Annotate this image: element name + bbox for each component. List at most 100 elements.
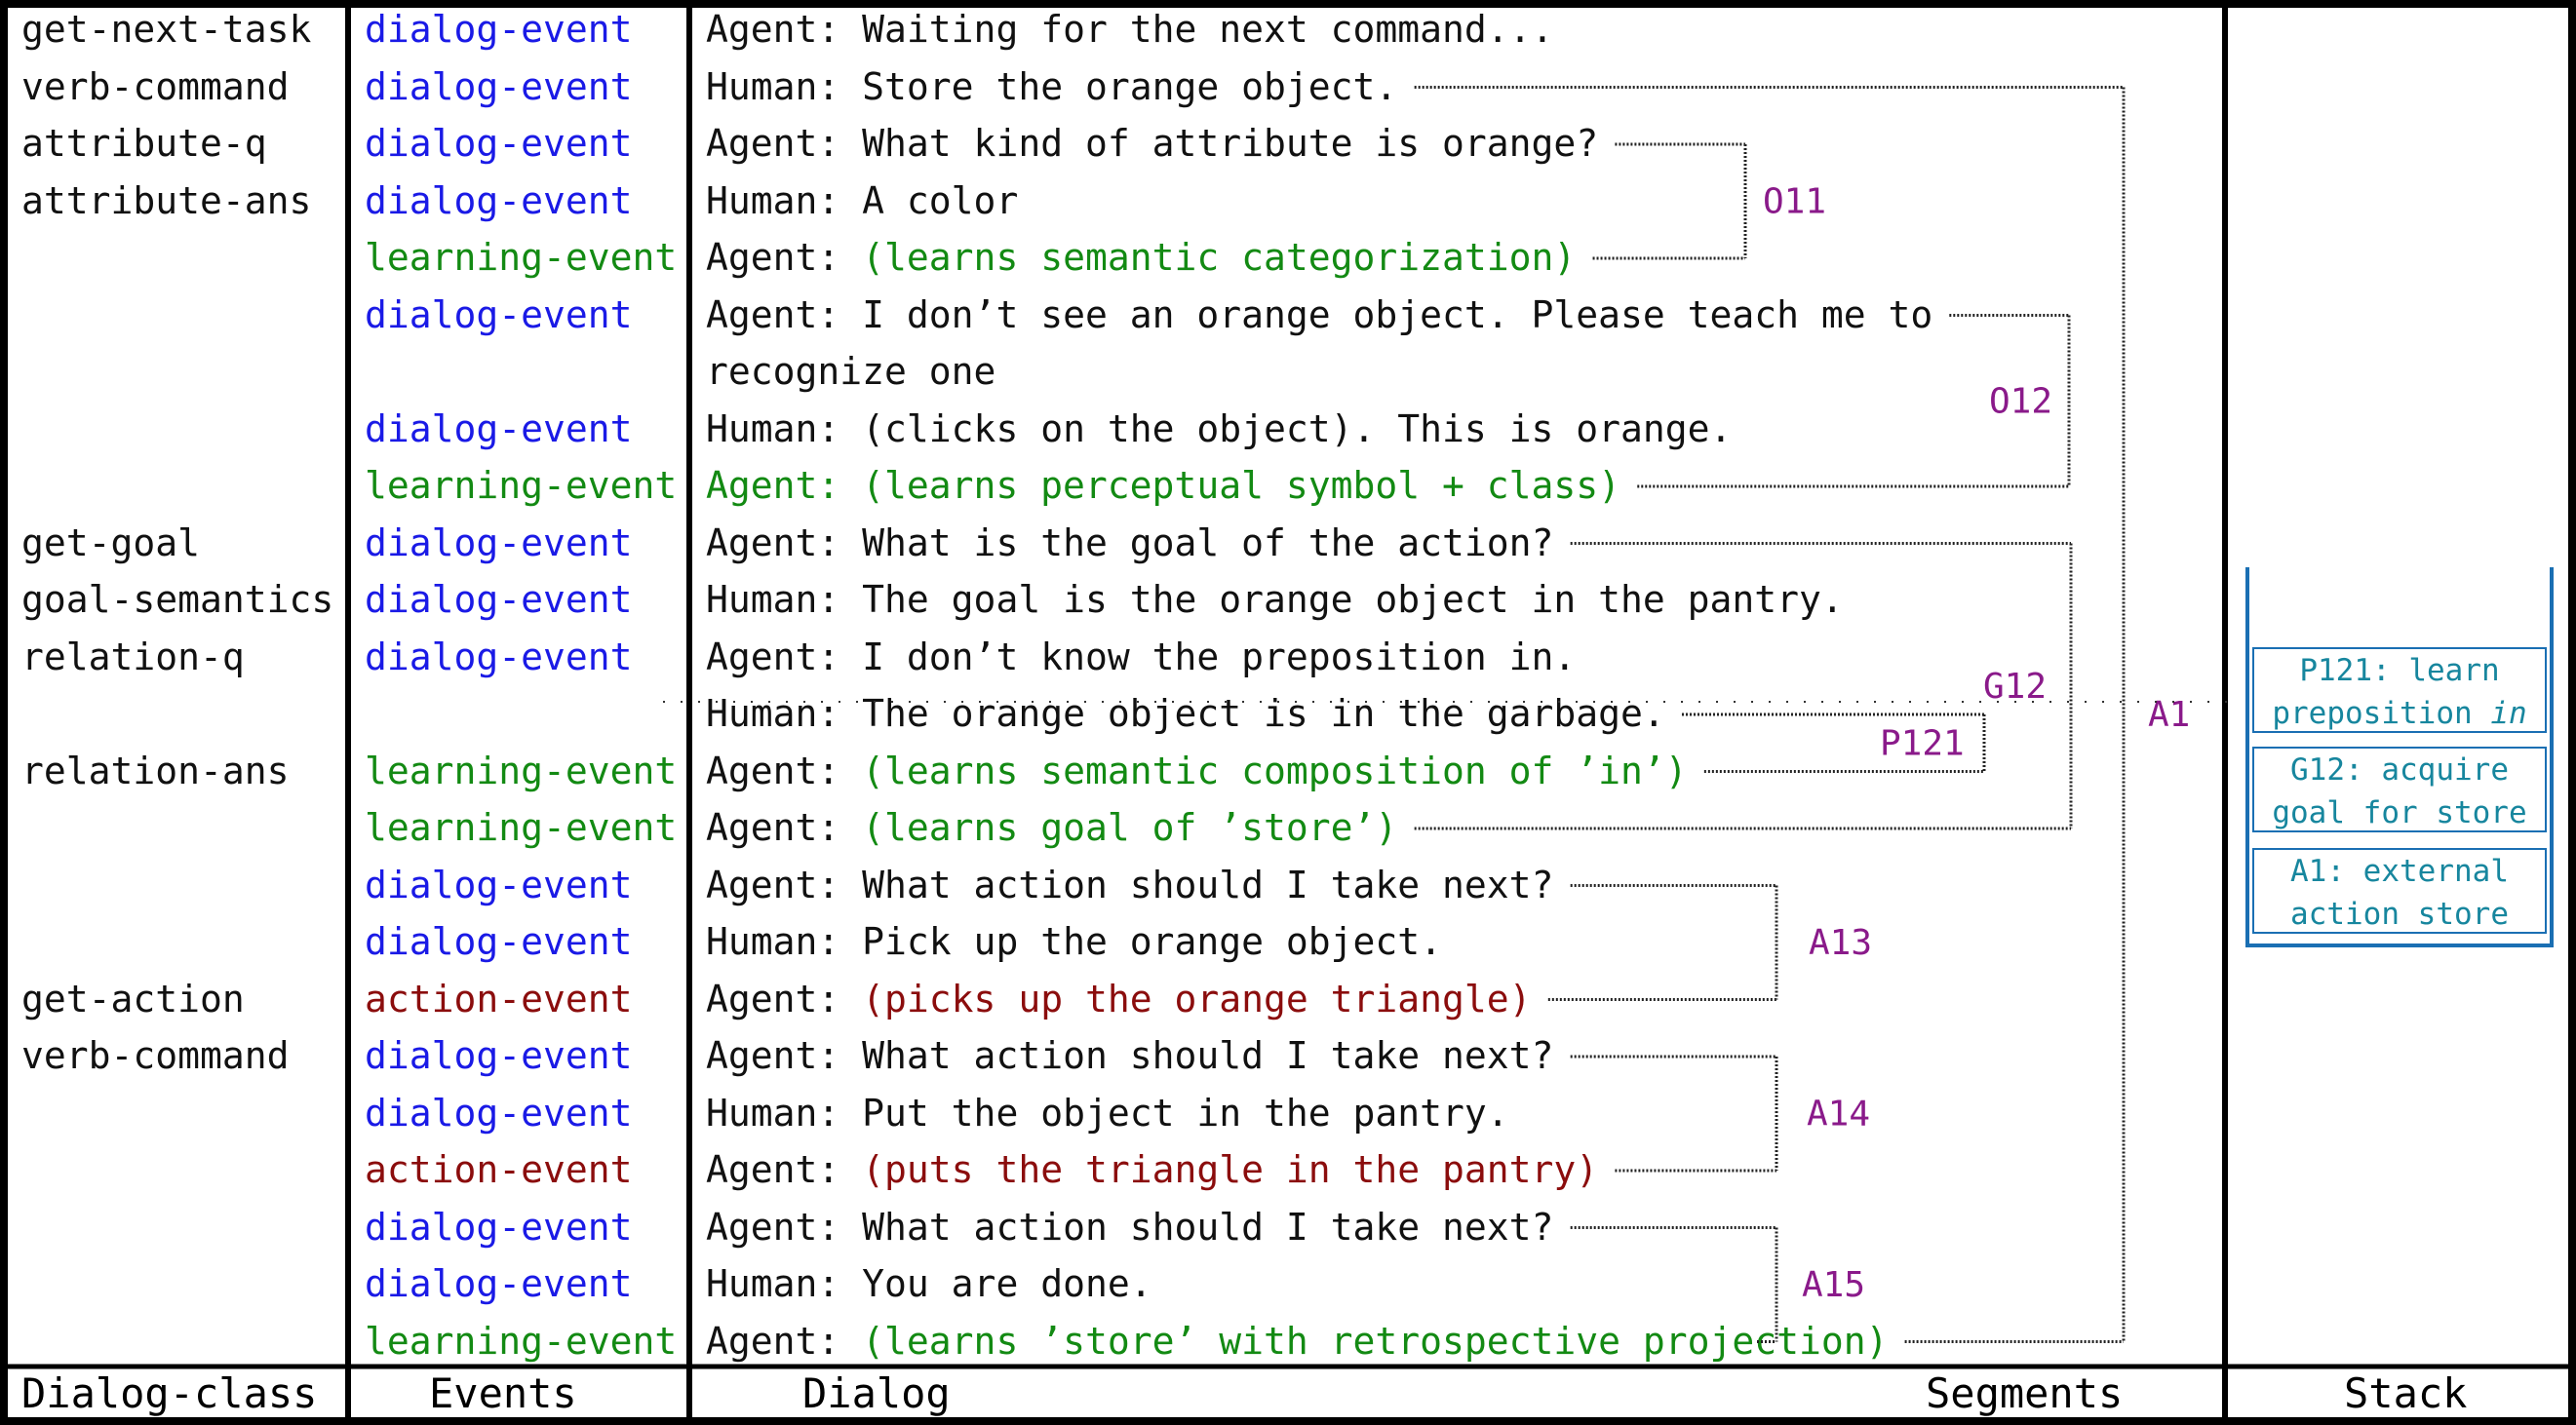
event-cell: learning-event	[365, 806, 678, 849]
dialog-class-cell: relation-ans	[21, 749, 290, 792]
stack-item-line: P121: learn	[2299, 653, 2500, 688]
dialog-line: Agent: (learns semantic categorization)	[706, 229, 1576, 287]
dialog-text: You are done.	[862, 1262, 1152, 1305]
dialog-class-cell: get-goal	[21, 520, 201, 564]
dialog-class-cell: verb-command	[21, 64, 290, 108]
event-cell: dialog-event	[365, 1091, 633, 1135]
segment-o11: O11	[1592, 142, 1826, 260]
header-segments: Segments	[1926, 1369, 2124, 1417]
stack-item-italic: in	[2490, 696, 2527, 731]
dialog-line: Agent: (learns perceptual symbol + class…	[706, 457, 1620, 515]
dialog-speaker: Agent:	[706, 863, 840, 906]
event-cell: dialog-event	[365, 64, 633, 108]
dialog-text: Pick up the orange object.	[862, 920, 1442, 963]
event-cell: learning-event	[365, 1319, 678, 1363]
segment-p121: P121	[1681, 712, 1986, 773]
dialog-speaker: Agent:	[706, 1319, 840, 1363]
dialog-line: Human: The goal is the orange object in …	[706, 571, 1844, 629]
header-dialog-class: Dialog-class	[21, 1369, 318, 1417]
segment-g12: G12	[1414, 542, 2073, 830]
segment-label: A15	[1802, 1265, 1865, 1305]
dialog-line: Human: Put the object in the pantry.	[706, 1085, 1509, 1142]
dialog-speaker: Human:	[706, 178, 840, 222]
dialog-line: Human: You are done.	[706, 1255, 1152, 1313]
event-cell: learning-event	[365, 749, 678, 792]
dialog-class-cell: relation-q	[21, 635, 245, 678]
segment-label: A13	[1809, 923, 1872, 963]
event-cell: dialog-event	[365, 920, 633, 963]
dialog-speaker: Agent:	[706, 749, 840, 792]
dialog-line: Agent: What is the goal of the action?	[706, 515, 1553, 572]
dialog-text: (learns semantic categorization)	[862, 236, 1577, 279]
dialog-line: Human: (clicks on the object). This is o…	[706, 401, 1732, 458]
dialog-speaker: Agent:	[706, 292, 840, 336]
dialog-text: What action should I take next?	[862, 1034, 1554, 1077]
dialog-text: The goal is the orange object in the pan…	[862, 578, 1844, 621]
dialog-text: I don’t know the preposition in.	[862, 635, 1577, 678]
event-cell: dialog-event	[365, 863, 633, 906]
stack-item-line: goal for store	[2272, 795, 2527, 830]
event-cell: dialog-event	[365, 520, 633, 564]
stack-item-line: A1: external	[2290, 854, 2509, 889]
dialog-class-cell: attribute-ans	[21, 178, 312, 222]
dialog-text: (picks up the orange triangle)	[862, 977, 1532, 1021]
event-cell: learning-event	[365, 464, 678, 507]
dialog-speaker: Agent:	[706, 122, 840, 165]
segment-label: O11	[1763, 182, 1826, 222]
dialog-text: What action should I take next?	[862, 863, 1554, 906]
dialog-line: Agent: What action should I take next?	[706, 1199, 1553, 1256]
segment-a15: A15	[1570, 1226, 1865, 1343]
dialog-line: Agent: (puts the triangle in the pantry)	[706, 1141, 1598, 1199]
dialog-speaker: Agent:	[706, 1205, 840, 1249]
dialog-text: The orange object is in the garbage.	[862, 692, 1665, 735]
dialog-text: Put the object in the pantry.	[862, 1091, 1509, 1135]
dialog-line: Agent: (picks up the orange triangle)	[706, 971, 1532, 1028]
event-cell: dialog-event	[365, 1262, 633, 1305]
dialog-line: Agent: What action should I take next?	[706, 1027, 1553, 1085]
dialog-text: (clicks on the object). This is orange.	[862, 406, 1733, 450]
dialog-class-cell: get-next-task	[21, 8, 312, 51]
dialog-speaker: Human:	[706, 1262, 840, 1305]
segment-label: A14	[1807, 1095, 1870, 1135]
dialog-line: Human: Pick up the orange object.	[706, 913, 1442, 971]
dialog-line: Agent: I don’t see an orange object. Ple…	[706, 287, 1932, 344]
dialog-class-cell: goal-semantics	[21, 578, 334, 621]
segment-label: G12	[1983, 667, 2047, 707]
dialog-speaker: Human:	[706, 578, 840, 621]
dialog-text: I don’t see an orange object. Please tea…	[862, 292, 1933, 336]
header-stack: Stack	[2344, 1369, 2468, 1417]
event-cell: dialog-event	[365, 122, 633, 165]
dialog-class-cell: verb-command	[21, 1034, 290, 1077]
dialog-line: Human: The orange object is in the garba…	[706, 685, 1665, 743]
dialog-text: (learns goal of ’store’)	[862, 806, 1398, 849]
dialog-text: What is the goal of the action?	[862, 520, 1554, 564]
stack-item-line: G12: acquire	[2290, 752, 2509, 788]
dialog-speaker: Agent:	[706, 1034, 840, 1077]
event-cell: action-event	[365, 1148, 633, 1191]
dialog-text: recognize one	[706, 350, 996, 393]
dialog-line: recognize one	[706, 343, 995, 401]
event-cell: dialog-event	[365, 178, 633, 222]
event-cell: dialog-event	[365, 1205, 633, 1249]
dialog-speaker: Human:	[706, 1091, 840, 1135]
dialog-speaker: Agent:	[706, 520, 840, 564]
event-cell: dialog-event	[365, 635, 633, 678]
dialog-text: What action should I take next?	[862, 1205, 1554, 1249]
segment-label: P121	[1880, 723, 1965, 763]
dialog-text: Store the orange object.	[862, 64, 1398, 108]
segment-a13: A13	[1547, 884, 1872, 1001]
event-cell: action-event	[365, 977, 633, 1021]
dialog-line: Agent: Waiting for the next command...	[706, 1, 1553, 58]
event-cell: dialog-event	[365, 8, 633, 51]
dialog-speaker: Human:	[706, 692, 840, 735]
dialog-speaker: Human:	[706, 64, 840, 108]
dialog-class-cell: get-action	[21, 977, 245, 1021]
dialog-text: (learns ’store’ with retrospective proje…	[862, 1319, 1889, 1363]
event-cell: dialog-event	[365, 1034, 633, 1077]
stack-item-a1: A1: external action store	[2252, 848, 2547, 934]
stack-item-p121: P121: learn preposition in	[2252, 647, 2547, 733]
dialog-speaker: Agent:	[706, 236, 840, 279]
dialog-speaker: Human:	[706, 920, 840, 963]
dialog-line: Agent: (learns semantic composition of ’…	[706, 743, 1688, 800]
